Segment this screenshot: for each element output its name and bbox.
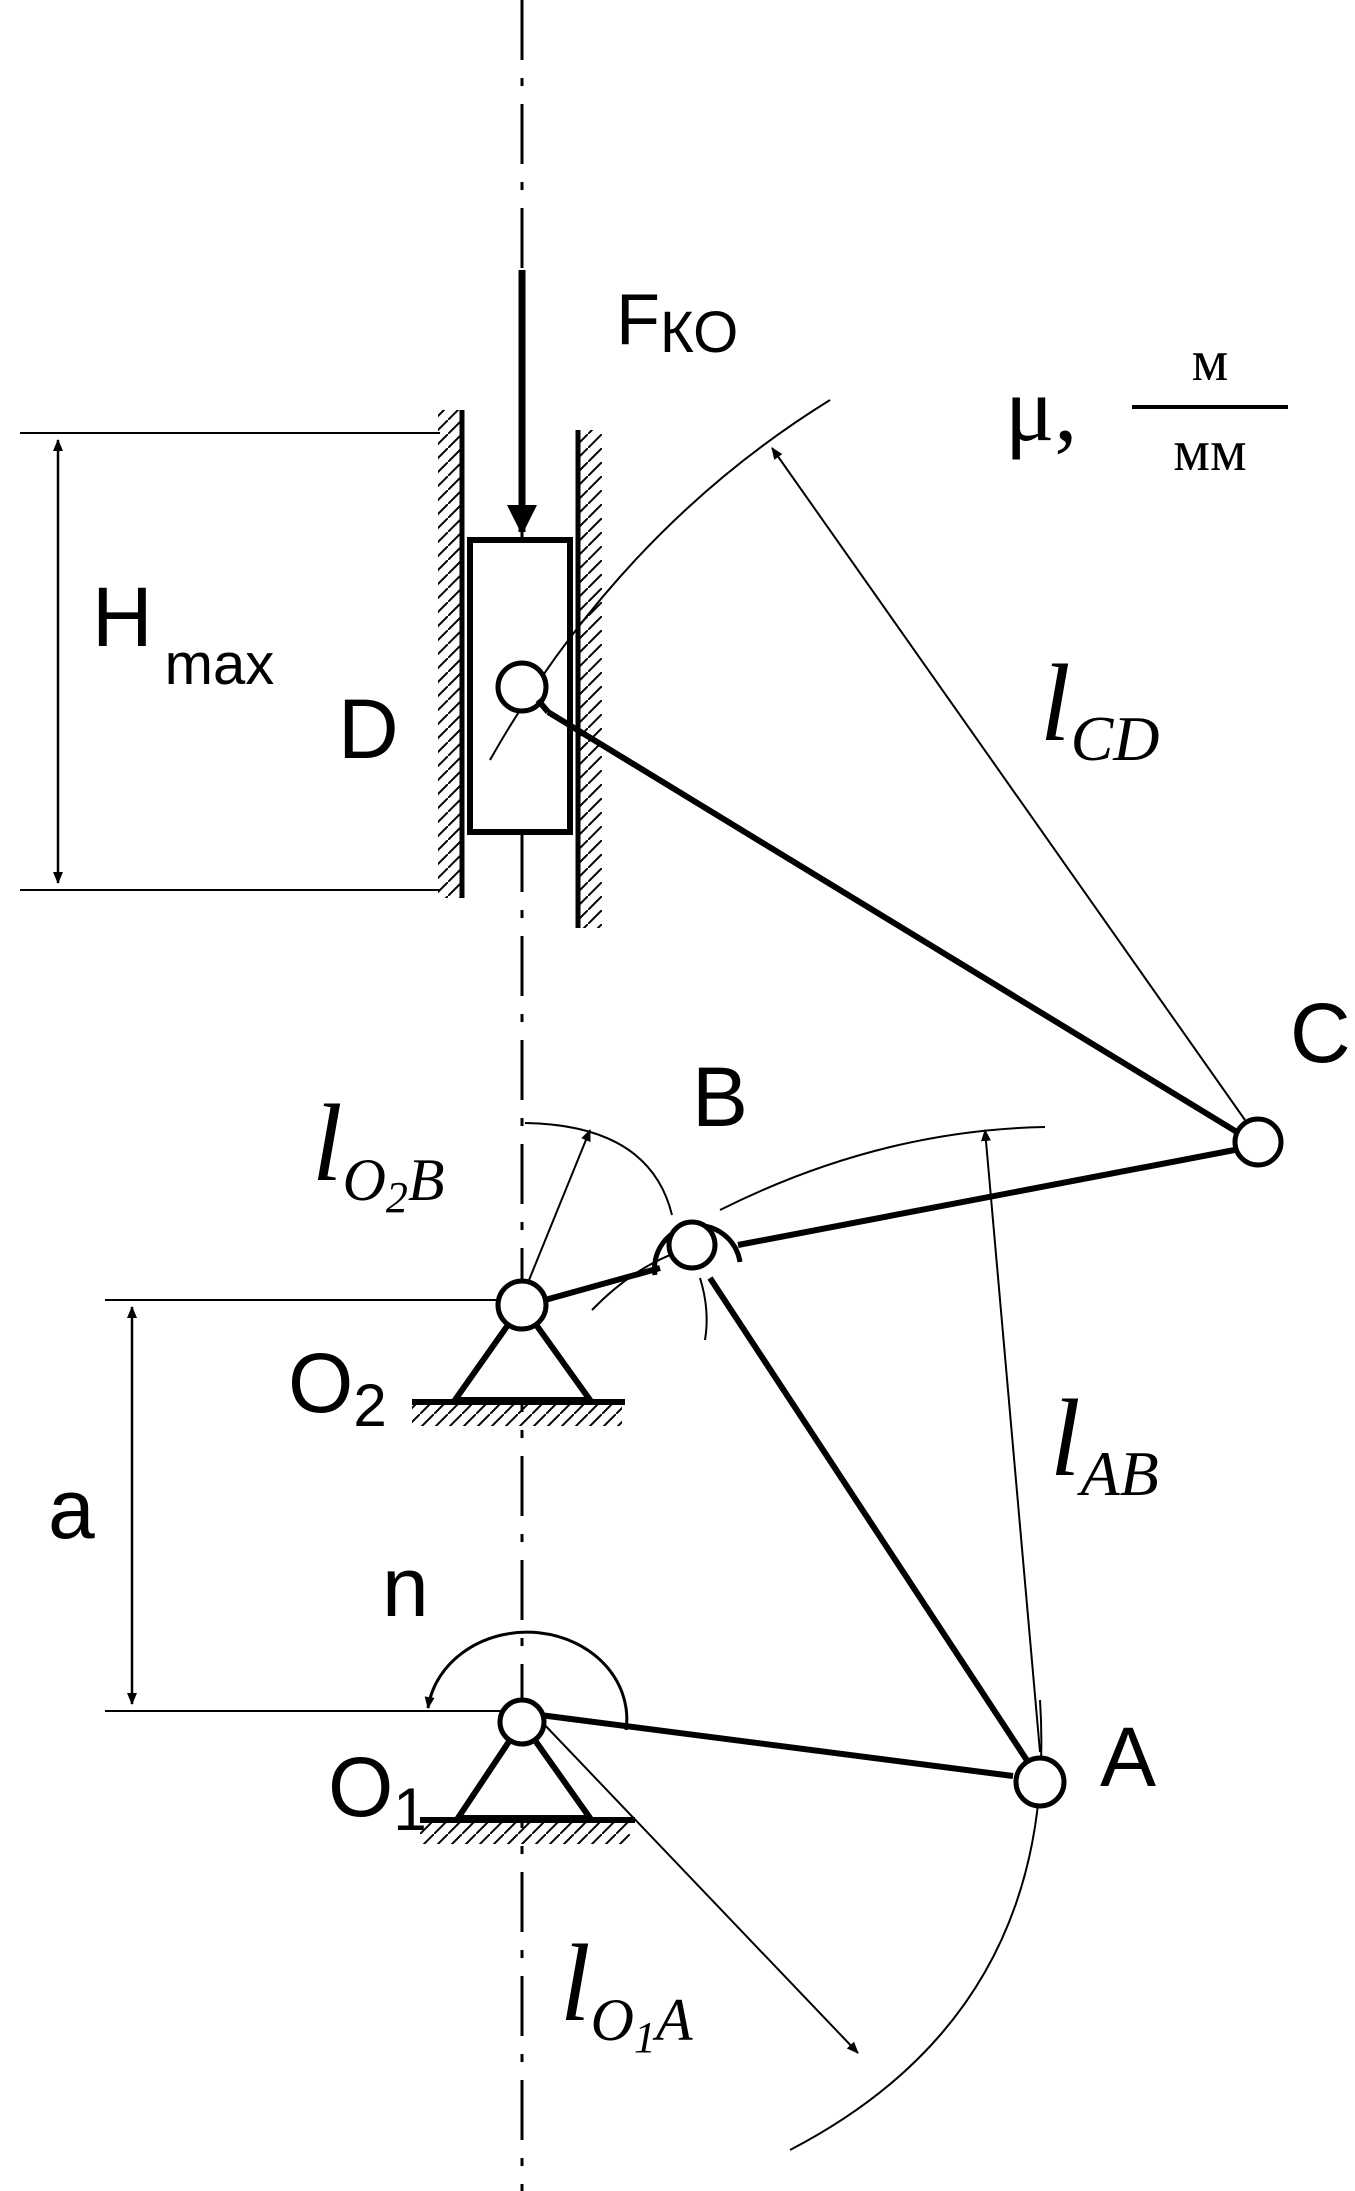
point-d-label: D <box>338 682 399 776</box>
point-c-label: C <box>1290 986 1351 1080</box>
hmax-label: Hmax <box>92 570 274 697</box>
l-o2b-label: lO2B <box>312 1082 445 1222</box>
l-cd-dimension-line <box>771 447 1246 1121</box>
support-o1 <box>420 1716 635 1844</box>
joint-d <box>495 660 549 714</box>
joint-o2 <box>495 1278 549 1332</box>
l-cd-label: lCD <box>1040 642 1159 774</box>
l-o1a-dimension-line <box>539 1719 859 2054</box>
link-dc <box>546 709 1252 1143</box>
joint-a <box>1013 1755 1067 1809</box>
svg-text:мм: мм <box>1173 418 1246 483</box>
arc-b-short <box>699 1277 708 1341</box>
l-o2b-dimension-line <box>526 1129 591 1286</box>
l-ab-dimension-line <box>980 1129 1041 1753</box>
svg-text:м: м <box>1192 328 1229 393</box>
point-o1-label: O1 <box>328 1740 427 1843</box>
point-o2-label: O2 <box>288 1336 387 1439</box>
point-a-label: A <box>1100 1710 1156 1804</box>
dimension-a-label: a <box>48 1462 95 1556</box>
l-o1a-label: lO1A <box>560 1922 693 2062</box>
slider-guide-left <box>438 410 465 898</box>
scale-label: μ, м мм <box>1005 328 1288 483</box>
l-ab-label: lAB <box>1050 1377 1159 1509</box>
a-dimension <box>105 1299 512 1712</box>
hmax-dimension <box>20 432 440 891</box>
link-o2b <box>544 1265 661 1303</box>
joint-c <box>1232 1116 1284 1168</box>
arc-o1a <box>789 1699 1043 2151</box>
point-b-label: B <box>692 1050 748 1144</box>
rotation-arrow-n <box>424 1630 629 1731</box>
slider-guide-right <box>575 430 602 928</box>
rotation-n-label: n <box>382 1540 429 1634</box>
joint-o1 <box>497 1697 547 1747</box>
joint-b <box>652 1219 743 1276</box>
support-o2 <box>412 1299 625 1426</box>
force-label: FКО <box>616 280 738 365</box>
arc-o2b <box>524 1122 673 1216</box>
link-ba <box>707 1276 1033 1767</box>
svg-text:μ,: μ, <box>1005 358 1077 460</box>
arc-ab <box>719 1126 1046 1211</box>
link-o1a <box>539 1712 1014 1779</box>
